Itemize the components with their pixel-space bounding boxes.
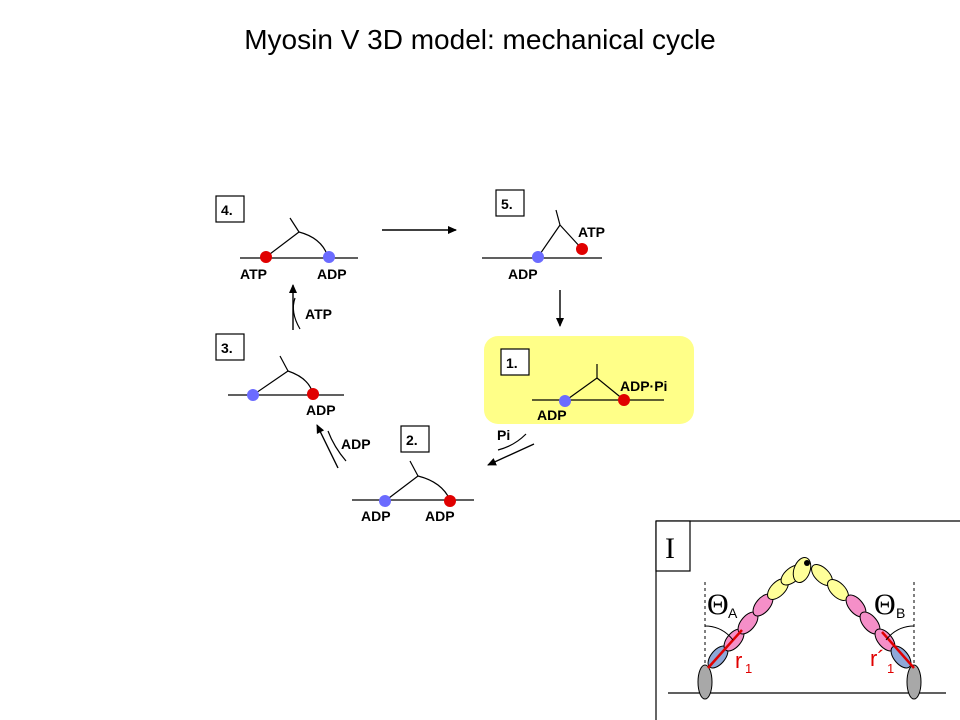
lever-arm — [564, 377, 598, 402]
state-5: 5. ATP ADP — [482, 189, 605, 282]
head-adp — [323, 251, 335, 263]
state-4: 4. ATP ADP — [215, 195, 358, 282]
arrow-2-to-3: ADP — [316, 424, 371, 469]
head-adp-pi — [618, 394, 630, 406]
arrow-1-to-2: Pi — [487, 427, 535, 466]
lever-vector-left — [707, 629, 743, 669]
theta-a-symbol: Θ — [707, 588, 729, 621]
nucleotide-label: ATP — [240, 266, 267, 282]
state-number-box — [495, 189, 525, 217]
r1-subscript: 1 — [745, 661, 752, 676]
state-number: 2. — [406, 432, 418, 448]
lever-arm — [265, 231, 300, 258]
lever-arm — [298, 231, 329, 258]
head-adp — [379, 495, 391, 507]
nucleotide-label: ADP — [317, 266, 347, 282]
pivot-point — [804, 560, 810, 566]
arrow-3-to-4: ATP — [289, 284, 332, 330]
transition-label-pi: Pi — [497, 427, 510, 443]
state-number: 3. — [221, 340, 233, 356]
lever-arm — [252, 370, 289, 396]
tail — [289, 217, 300, 233]
state-number: 4. — [221, 202, 233, 218]
state-3: 3. ADP — [215, 333, 344, 418]
lever-arm — [417, 475, 451, 501]
head-atp — [576, 243, 588, 255]
tail — [555, 209, 561, 226]
head-adp — [559, 395, 571, 407]
tail — [409, 460, 419, 477]
nucleotide-label: ADP — [508, 266, 538, 282]
r1-prime-label: r´ — [870, 646, 885, 671]
head-adp — [532, 251, 544, 263]
angle-arc-left — [704, 625, 734, 641]
lever-arm — [384, 475, 419, 502]
state-number-box — [215, 195, 245, 223]
nucleotide-label: ADP — [537, 407, 567, 423]
state-2: 2. ADP ADP — [352, 425, 474, 524]
transition-label-atp: ATP — [305, 306, 332, 322]
theta-b-subscript: B — [896, 605, 905, 621]
state-number-box — [500, 348, 530, 376]
page-title: Myosin V 3D model: mechanical cycle — [244, 24, 716, 55]
nucleotide-label: ADP·Pi — [620, 378, 667, 394]
theta-b-symbol: Θ — [874, 588, 896, 621]
highlight-panel — [484, 336, 694, 424]
state-number: 5. — [501, 196, 513, 212]
nucleotide-label: ATP — [578, 224, 605, 240]
r1-label: r — [735, 648, 742, 673]
state-1: 1. ADP·Pi ADP — [484, 336, 694, 424]
nucleotide-label: ADP — [425, 508, 455, 524]
transition-label-adp: ADP — [341, 436, 371, 452]
panel-label-box — [655, 520, 691, 572]
panel-label: I — [665, 532, 675, 565]
nucleotide-label: ADP — [306, 402, 336, 418]
state-number-box — [400, 425, 430, 453]
head-atp — [260, 251, 272, 263]
theta-a-subscript: A — [728, 605, 738, 621]
state-number-box — [215, 333, 245, 361]
head-adp — [444, 495, 456, 507]
tail — [279, 355, 289, 372]
nucleotide-label: ADP — [361, 508, 391, 524]
lever-arm — [537, 224, 561, 258]
motor-domain-left — [697, 664, 713, 700]
inset-3d-model: I Θ A Θ B r 1 r´ 1 — [655, 520, 960, 720]
motor-domain-right — [906, 664, 922, 700]
state-number: 1. — [506, 355, 518, 371]
converter-right — [890, 645, 912, 669]
head-adp — [307, 388, 319, 400]
head-empty — [247, 389, 259, 401]
r1-prime-subscript: 1 — [887, 661, 894, 676]
angle-arc-right — [885, 625, 915, 641]
